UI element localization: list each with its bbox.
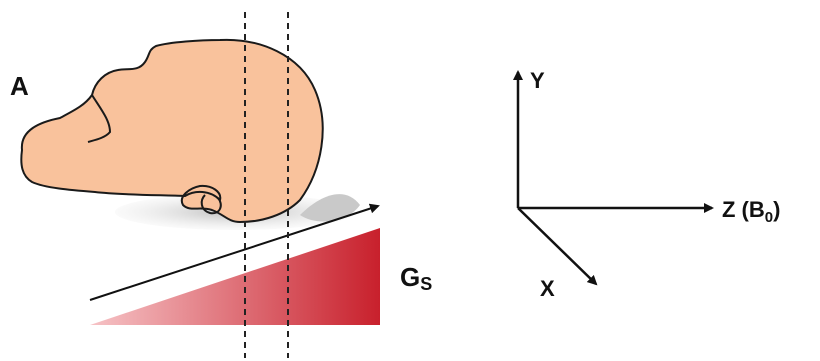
coordinate-axes [518, 72, 712, 284]
y-axis-label: Y [530, 68, 545, 93]
gradient-label: GS [400, 262, 432, 294]
x-axis-label: X [540, 276, 555, 301]
gradient-ramp [90, 228, 380, 325]
panel-label: A [10, 71, 29, 101]
head-icon [21, 40, 322, 222]
z-axis-label: Z (B0) [722, 197, 780, 226]
x-axis [518, 208, 596, 284]
